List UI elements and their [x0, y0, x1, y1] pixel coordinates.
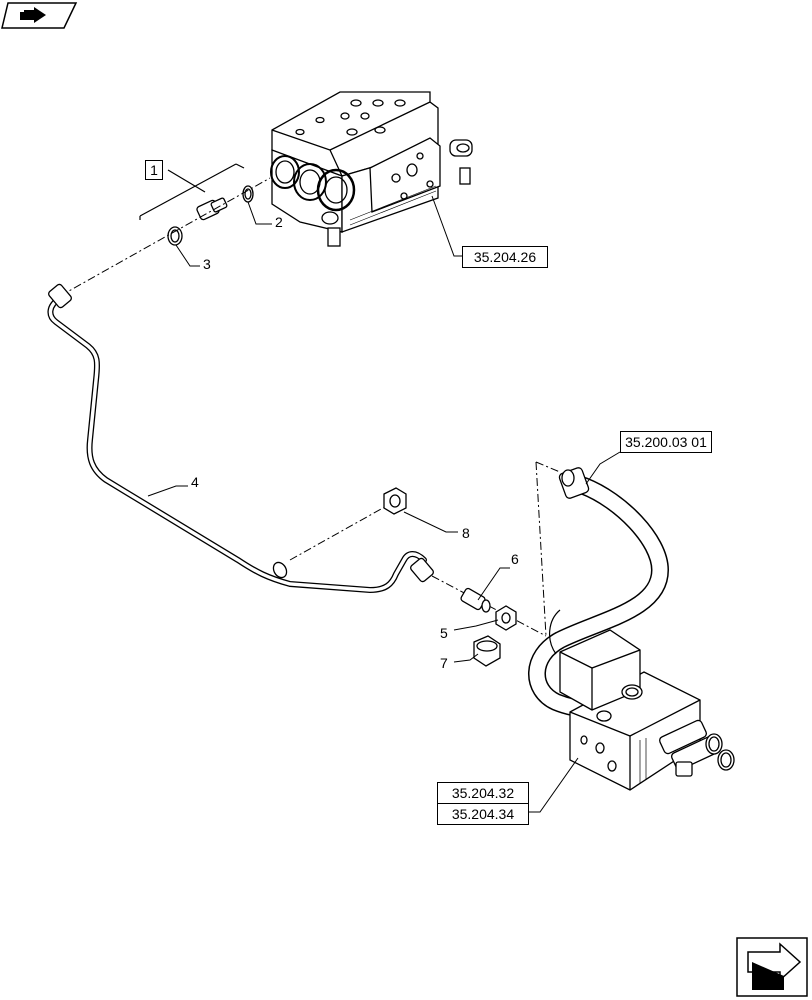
- callout-7: 7: [440, 655, 448, 671]
- callout-3: 3: [203, 256, 211, 272]
- reference-box-35-200-03-01[interactable]: 35.200.03 01: [620, 431, 712, 453]
- hydraulic-hose: [528, 467, 670, 718]
- callout-4: 4: [191, 474, 199, 490]
- fitting-part-6: [460, 587, 491, 613]
- callout-6: 6: [511, 551, 519, 567]
- nut-part-8: [383, 487, 407, 515]
- book-arrow-icon[interactable]: [1, 2, 78, 29]
- control-valve-block-top: [270, 91, 473, 247]
- reference-box-35-204-26[interactable]: 35.204.26: [462, 246, 548, 268]
- reference-box-35-204-32[interactable]: 35.204.32: [437, 782, 529, 804]
- callout-8: 8: [462, 525, 470, 541]
- nut-part-5: [495, 605, 517, 631]
- hydraulic-pipe: [47, 283, 434, 594]
- next-page-arrow-icon[interactable]: [736, 937, 808, 997]
- callout-1: 1: [145, 160, 163, 180]
- adapter-fitting: [167, 185, 254, 246]
- control-valve-bottom: [559, 629, 735, 791]
- callout-5: 5: [440, 625, 448, 641]
- leader-lines: [147, 195, 621, 813]
- cap-part-7: [473, 635, 501, 667]
- callout-2: 2: [275, 214, 283, 230]
- callout-1-bracket: [139, 163, 245, 220]
- reference-box-35-204-34[interactable]: 35.204.34: [437, 803, 529, 825]
